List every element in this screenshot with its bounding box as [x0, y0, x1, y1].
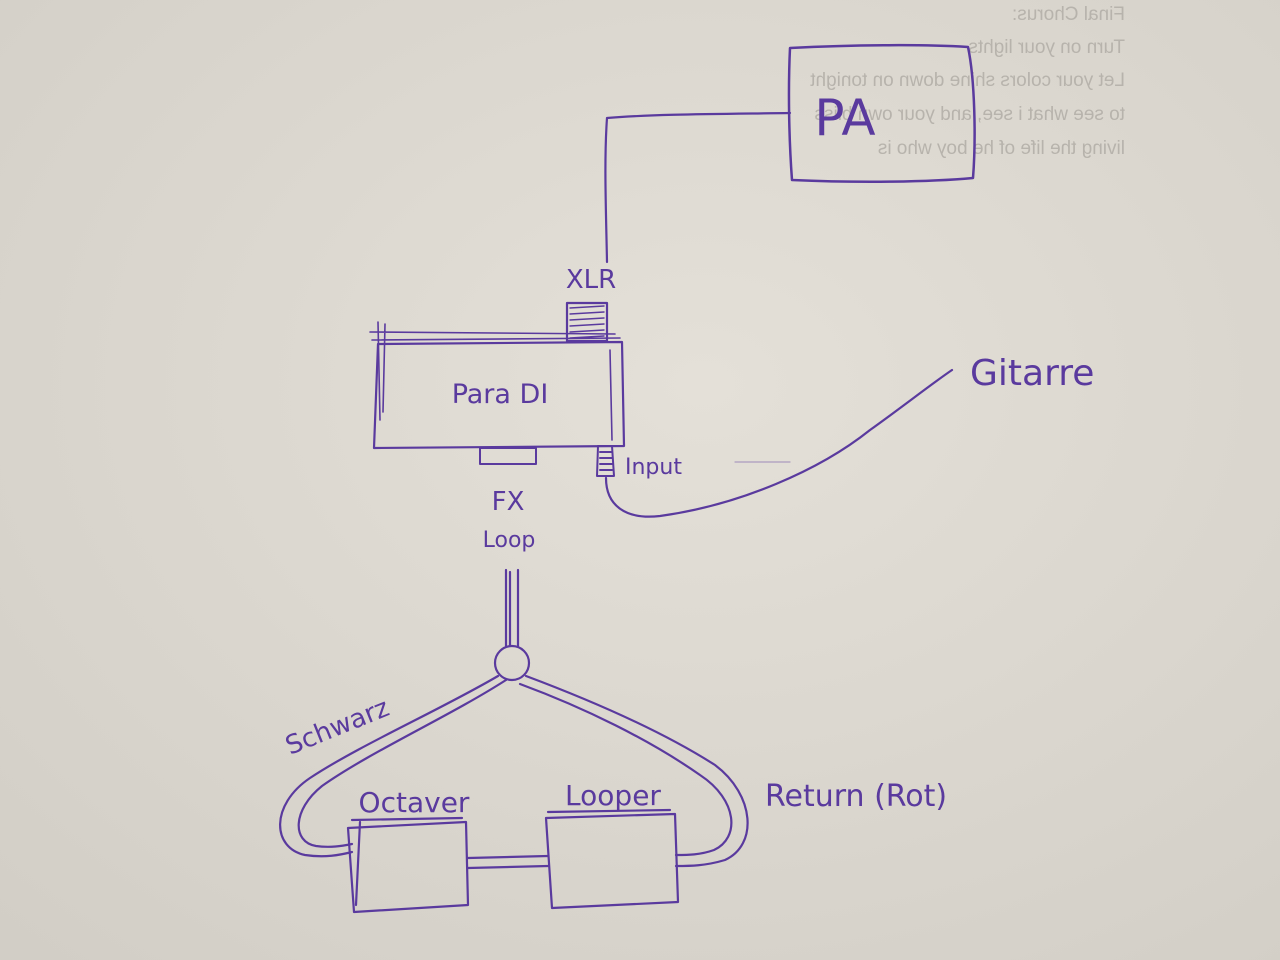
input-label: Input	[625, 455, 682, 480]
xlr-jack	[565, 301, 609, 343]
insert-cable	[504, 568, 520, 648]
ghost-line-1: Final Chorus:	[1012, 4, 1125, 25]
fx-loop-jack	[479, 447, 537, 465]
bleed-through-text: Final Chorus: Turn on your lights Let yo…	[810, 4, 1125, 159]
splitter-node	[493, 644, 531, 682]
xlr-hatching	[569, 305, 605, 339]
pa-node: PA	[787, 43, 976, 183]
ghost-line-5: living the life of he boy who is	[878, 138, 1125, 159]
patch-cable	[466, 854, 550, 870]
octaver-label: Octaver	[359, 786, 470, 819]
looper-node: Looper	[544, 779, 680, 910]
gitarre-label: Gitarre	[970, 353, 1094, 394]
octaver-box	[346, 816, 470, 914]
ghost-line-3: Let your colors shine down on tonight	[810, 70, 1125, 91]
fx-label: FX	[492, 487, 525, 517]
return-cable	[518, 674, 749, 868]
input-jack	[596, 445, 615, 477]
guitar-cable	[604, 368, 954, 518]
para-di-box-sketch-lines	[369, 321, 621, 441]
para-di-box	[372, 340, 626, 450]
send-cable	[279, 674, 508, 858]
looper-box	[544, 808, 680, 910]
pa-box	[787, 43, 976, 183]
xlr-label: XLR	[566, 265, 616, 295]
ghost-line-2: Turn on your lights	[968, 37, 1125, 58]
ghost-line-4: to see what i see, and your own bliss	[814, 104, 1125, 125]
pa-label: PA	[814, 89, 875, 147]
return-label: Return (Rot)	[765, 779, 947, 814]
octaver-node: Octaver	[346, 786, 470, 914]
para-di-node: Para DI Input	[369, 321, 682, 480]
loop-label: Loop	[483, 528, 536, 553]
looper-label: Looper	[565, 779, 661, 812]
xlr-connector: XLR	[565, 265, 616, 343]
pa-cable	[604, 111, 792, 264]
para-di-label: Para DI	[452, 379, 549, 410]
